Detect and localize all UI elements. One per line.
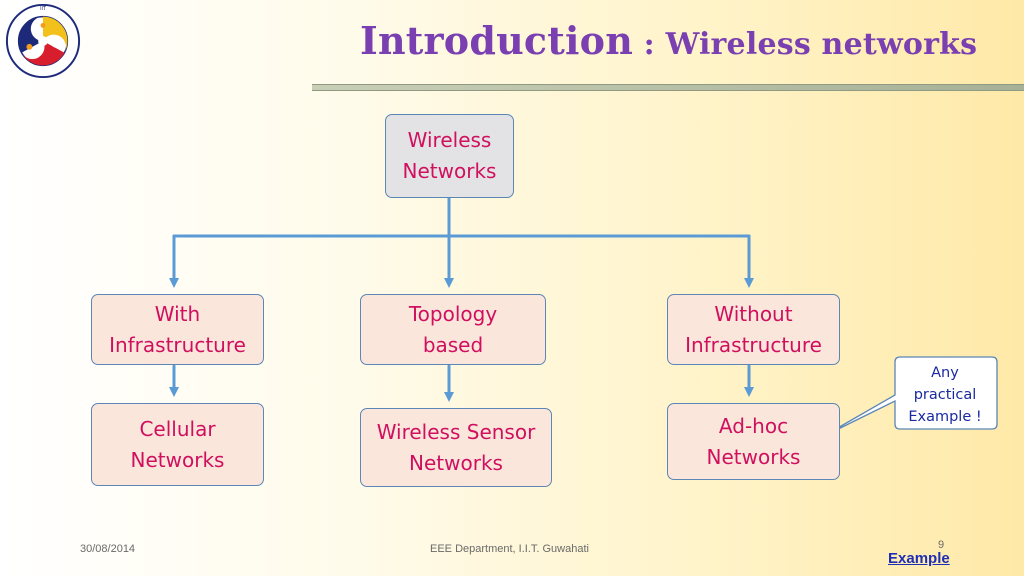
callout-text: Any practical Example ! (908, 365, 982, 425)
node-topology-based: Topology based (360, 294, 546, 365)
iit-guwahati-logo: IIT (5, 3, 81, 79)
slide-number: 9 (938, 539, 945, 551)
example-link[interactable]: Example (888, 550, 950, 567)
callout-bubble (821, 356, 998, 438)
footer-department: EEE Department, I.I.T. Guwahati (430, 543, 589, 555)
footer-date: 30/08/2014 (80, 543, 136, 555)
title-sub: : Wireless networks (633, 27, 978, 62)
title-main: Introduction (360, 18, 634, 63)
node-label: Wireless Sensor Networks (376, 419, 536, 475)
node-without-infrastructure: Without Infrastructure (667, 294, 840, 365)
node-label: Wireless Networks (402, 128, 497, 183)
node-wireless-sensor-networks: Wireless Sensor Networks (360, 408, 552, 487)
node-cellular-networks: Cellular Networks (91, 403, 264, 486)
node-label: Ad-hoc Networks (706, 413, 801, 469)
node-with-infrastructure: With Infrastructure (91, 294, 264, 365)
node-label: Without Infrastructure (685, 301, 822, 357)
slide-title: Introduction : Wireless networks (360, 18, 977, 63)
node-label: Topology based (408, 301, 498, 357)
node-label: Cellular Networks (130, 416, 225, 472)
svg-text:IIT: IIT (40, 6, 46, 12)
node-wireless-networks: Wireless Networks (385, 114, 514, 198)
title-underline (312, 84, 1024, 91)
node-label: With Infrastructure (109, 301, 246, 357)
node-adhoc-networks: Ad-hoc Networks (667, 403, 840, 480)
